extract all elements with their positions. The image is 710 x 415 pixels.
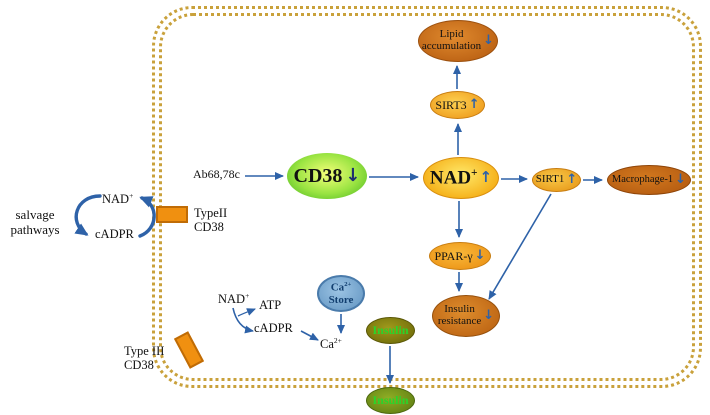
- node-lipid-accumulation: Lipid accumulation ↓: [418, 20, 498, 62]
- node-ca-store: Ca2+ Store: [317, 275, 365, 312]
- cd38-label: CD38: [293, 164, 343, 187]
- node-insulin-intracellular: Insulin: [366, 317, 415, 344]
- node-nad: NAD+ ↑: [423, 157, 499, 199]
- insulin-resistance-label: Insulin resistance: [437, 303, 482, 327]
- label-salvage-pathways: salvage pathways: [10, 207, 60, 237]
- node-macrophage-1: Macrophage-1 ↓: [607, 165, 691, 195]
- label-nad-bottom: NAD+: [218, 291, 250, 307]
- label-ca-ion: Ca2+: [320, 336, 342, 352]
- node-insulin-secreted: Insulin: [366, 387, 415, 414]
- macrophage-label: Macrophage-1: [611, 174, 674, 186]
- lipid-accumulation-label: Lipid accumulation: [421, 28, 482, 52]
- label-type2-cd38: TypeII CD38: [194, 206, 228, 234]
- ppar-label: PPAR-γ: [434, 248, 473, 263]
- label-antibody-ab6878c: Ab68,78c: [193, 167, 240, 181]
- ppar-down-arrow-icon: ↓: [474, 248, 486, 264]
- sirt1-label: SIRT1: [535, 173, 565, 186]
- label-cadpr-cycle: cADPR: [95, 227, 134, 241]
- lipid-down-arrow-icon: ↓: [483, 33, 495, 49]
- ca-store-label: Ca2+ Store: [328, 281, 354, 306]
- node-sirt1: SIRT1 ↑: [532, 168, 581, 192]
- insulin-outer-label: Insulin: [372, 393, 409, 408]
- label-atp: ATP: [259, 298, 282, 312]
- macrophage-down-arrow-icon: ↓: [675, 172, 687, 188]
- node-cd38: CD38 ↓: [287, 153, 367, 199]
- type2-cd38-receptor: [156, 206, 188, 223]
- cell-membrane: [152, 6, 702, 388]
- sirt3-up-arrow-icon: ↑: [468, 97, 480, 113]
- nad-label: NAD+: [429, 166, 478, 189]
- label-type3-cd38: Type III CD38: [124, 344, 165, 372]
- node-ppar-gamma: PPAR-γ ↓: [429, 242, 491, 270]
- node-sirt3: SIRT3 ↑: [430, 91, 485, 119]
- label-cadpr-bottom: cADPR: [254, 321, 293, 335]
- insulin-resistance-down-arrow-icon: ↓: [483, 308, 495, 324]
- nad-up-arrow-icon: ↑: [479, 168, 493, 187]
- sirt1-up-arrow-icon: ↑: [566, 172, 578, 188]
- insulin-inner-label: Insulin: [372, 323, 409, 338]
- node-insulin-resistance: Insulin resistance ↓: [432, 295, 500, 337]
- label-nad-cycle: NAD+: [102, 191, 134, 207]
- sirt3-label: SIRT3: [435, 97, 467, 112]
- cd38-down-arrow-icon: ↓: [345, 164, 361, 186]
